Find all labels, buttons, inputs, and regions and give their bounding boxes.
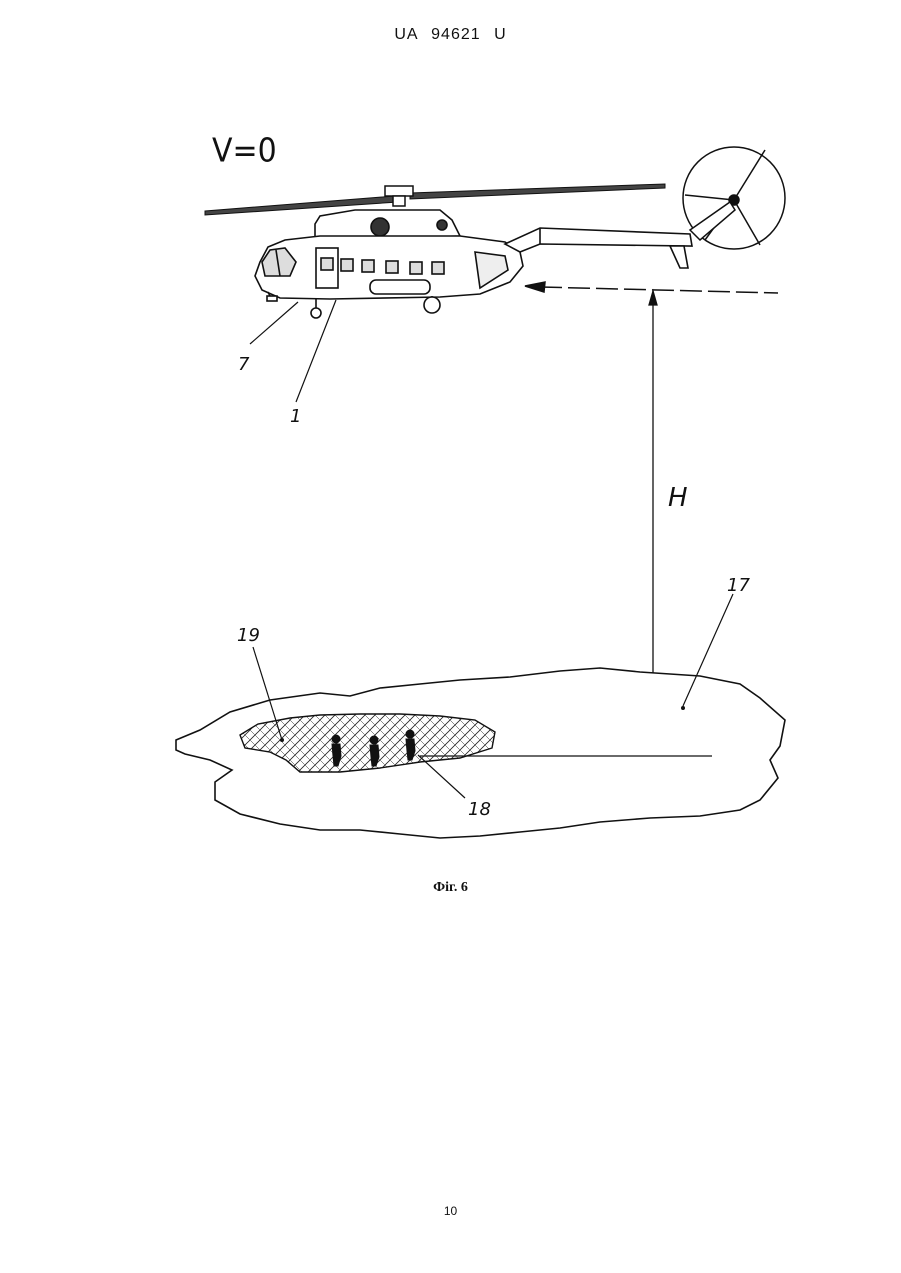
ref-label-1: 1 bbox=[290, 406, 301, 427]
tail-rotor bbox=[683, 147, 785, 249]
ref-label-17: 17 bbox=[727, 575, 750, 596]
motion-arrow bbox=[525, 282, 778, 293]
page-number: 10 bbox=[0, 1204, 901, 1218]
speed-label: V=0 bbox=[212, 132, 277, 170]
ref-label-18: 18 bbox=[468, 799, 491, 820]
ref-label-19: 19 bbox=[237, 625, 260, 646]
height-label: H bbox=[668, 483, 688, 513]
ref-label-7: 7 bbox=[238, 354, 250, 375]
helicopter bbox=[255, 210, 692, 318]
figure-caption: Фіг. 6 bbox=[0, 880, 901, 896]
